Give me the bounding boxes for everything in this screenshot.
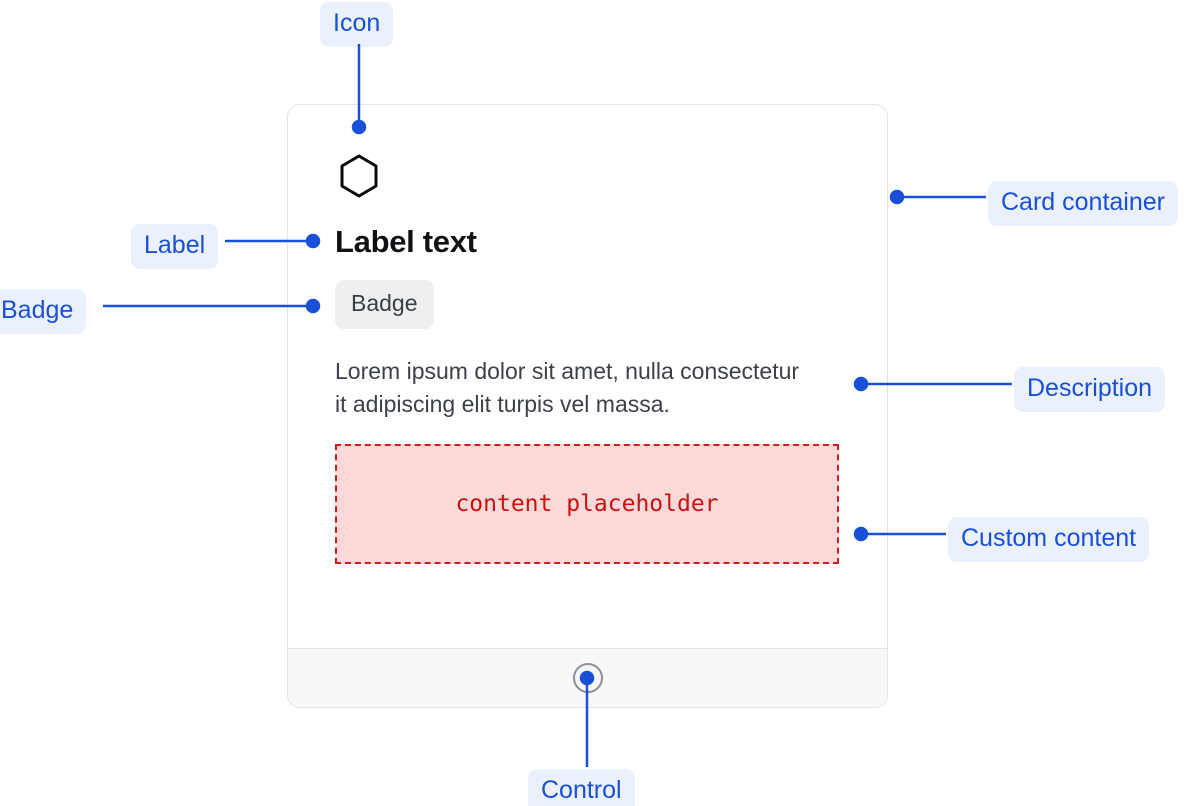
callout-description: Description	[1014, 367, 1166, 412]
callout-label: Label	[131, 224, 219, 269]
callout-icon: Icon	[320, 2, 394, 47]
card-container[interactable]: Label text Badge Lorem ipsum dolor sit a…	[287, 104, 888, 708]
anchor-dot-card-container	[889, 189, 905, 205]
custom-content-placeholder: content placeholder	[335, 443, 839, 564]
card-description: Lorem ipsum dolor sit amet, nulla consec…	[335, 358, 800, 418]
callout-control: Control	[528, 769, 635, 806]
card-body: Label text Badge Lorem ipsum dolor sit a…	[288, 105, 887, 648]
card-footer	[288, 648, 887, 707]
placeholder-label: content placeholder	[455, 490, 719, 517]
status-badge: Badge	[335, 280, 434, 330]
callout-custom-content: Custom content	[948, 517, 1150, 562]
callout-badge: Badge	[0, 289, 87, 334]
card-label: Label text	[335, 224, 477, 259]
hexagon-icon	[340, 154, 378, 198]
footer-control-button[interactable]	[572, 663, 603, 693]
callout-card-container: Card container	[988, 181, 1178, 226]
